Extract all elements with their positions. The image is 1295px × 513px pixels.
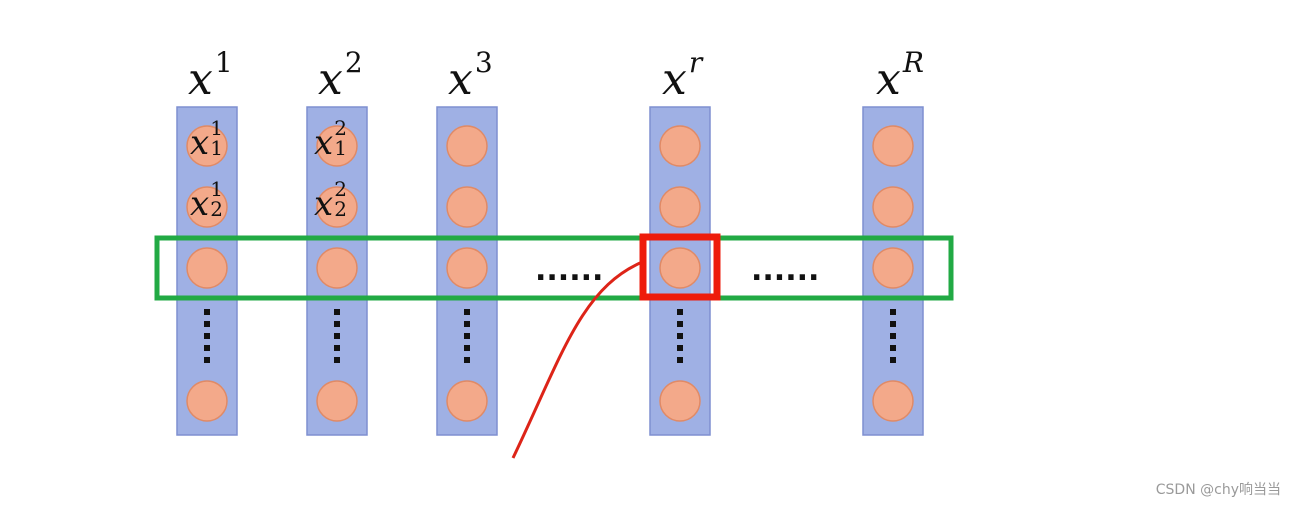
column-header-x2: x2	[318, 46, 363, 105]
vertical-dot-x3-2	[464, 321, 470, 327]
vertical-dot-x3-5	[464, 357, 470, 363]
vertical-dot-x2-3	[334, 333, 340, 339]
vertical-dot-x2-2	[334, 321, 340, 327]
vertical-dot-x3-4	[464, 345, 470, 351]
vertical-dot-x1-3	[204, 333, 210, 339]
column-header-x3: x3	[448, 46, 493, 105]
node-x2-3	[316, 247, 358, 289]
node-xr-3	[659, 247, 701, 289]
vertical-dot-x3-1	[464, 309, 470, 315]
node-xr-2	[659, 186, 701, 228]
node-xR-1	[872, 125, 914, 167]
vertical-dot-xR-5	[890, 357, 896, 363]
vertical-dot-xr-3	[677, 333, 683, 339]
node-x3-3	[446, 247, 488, 289]
horizontal-ellipsis-left: ......	[535, 253, 603, 288]
node-x2-4	[316, 380, 358, 422]
node-xR-2	[872, 186, 914, 228]
watermark: CSDN @chy响当当	[1155, 482, 1281, 498]
vertical-dot-x1-5	[204, 357, 210, 363]
node-x3-2	[446, 186, 488, 228]
node-xR-3	[872, 247, 914, 289]
vertical-dot-x3-3	[464, 333, 470, 339]
node-x1-4	[186, 380, 228, 422]
column-header-xr: xr	[662, 46, 703, 105]
vertical-dot-xr-5	[677, 357, 683, 363]
node-x1-1	[186, 125, 228, 167]
vertical-dot-x2-5	[334, 357, 340, 363]
vertical-dot-xr-1	[677, 309, 683, 315]
vertical-dot-xR-2	[890, 321, 896, 327]
node-x1-3	[186, 247, 228, 289]
vertical-dot-xR-3	[890, 333, 896, 339]
node-xr-4	[659, 380, 701, 422]
vertical-dot-x1-4	[204, 345, 210, 351]
vertical-dot-xR-4	[890, 345, 896, 351]
horizontal-ellipsis-right: ......	[751, 253, 819, 288]
column-header-xR: xR	[876, 46, 924, 105]
row-selection-box	[154, 235, 954, 301]
node-x3-1	[446, 125, 488, 167]
vertical-dot-x1-2	[204, 321, 210, 327]
vertical-dot-xR-1	[890, 309, 896, 315]
node-x2-2	[316, 186, 358, 228]
node-xR-4	[872, 380, 914, 422]
node-xr-1	[659, 125, 701, 167]
column-header-x1: x1	[188, 46, 233, 105]
vertical-dot-x2-1	[334, 309, 340, 315]
pointer-curve	[511, 261, 641, 459]
vertical-dot-x1-1	[204, 309, 210, 315]
node-x1-2	[186, 186, 228, 228]
node-x2-1	[316, 125, 358, 167]
vertical-dot-xr-4	[677, 345, 683, 351]
node-x3-4	[446, 380, 488, 422]
highlight-box	[639, 233, 721, 301]
vertical-dot-x2-4	[334, 345, 340, 351]
vertical-dot-xr-2	[677, 321, 683, 327]
